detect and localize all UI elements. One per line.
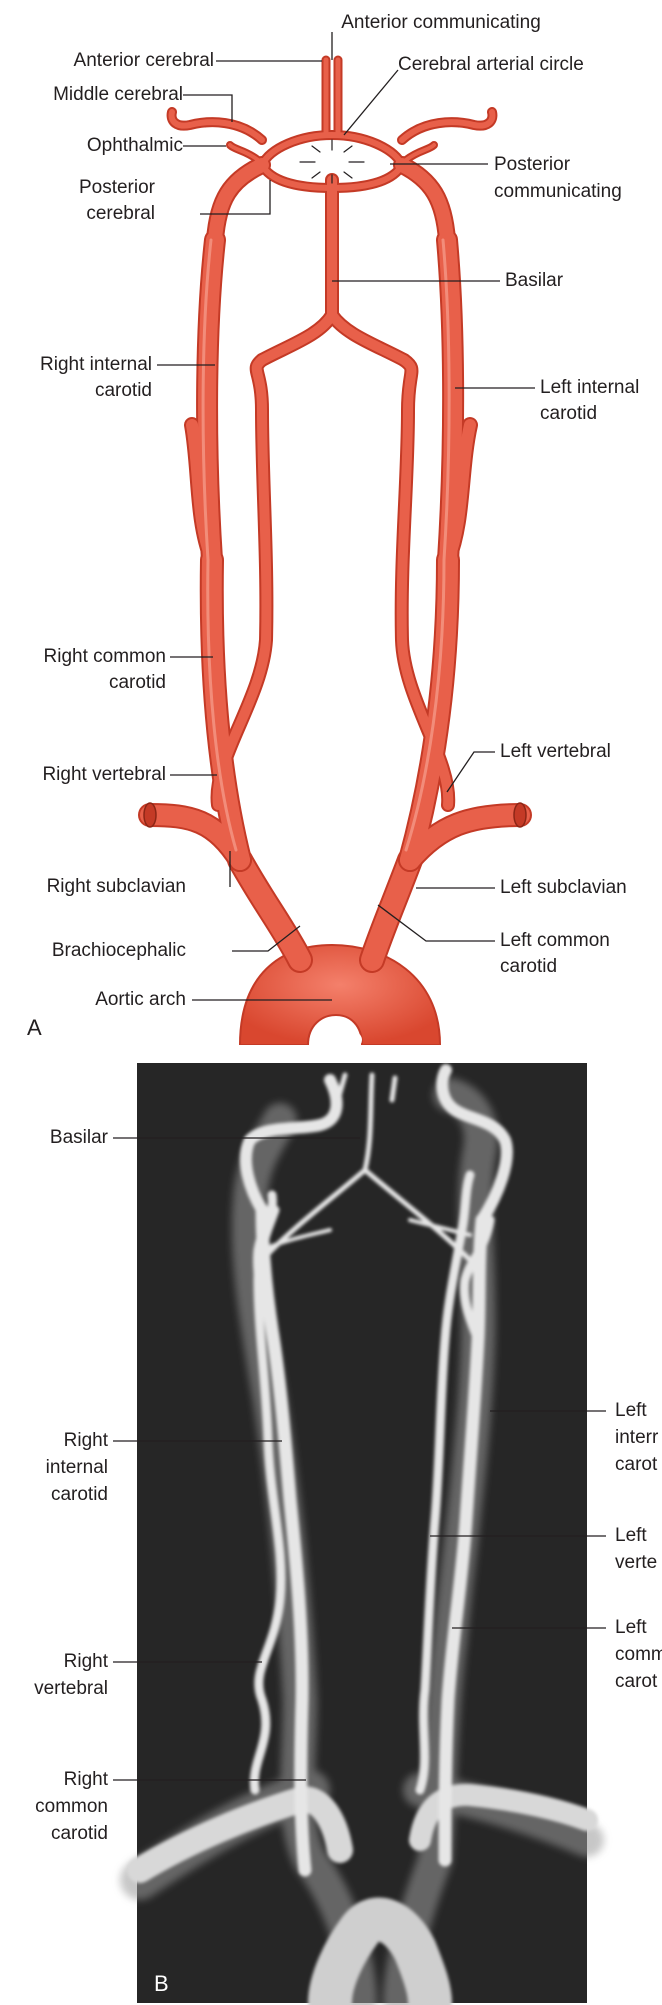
label-right-subclavian: Right subclavian [46, 876, 186, 897]
label-left-vertebral-b-line2: verte [615, 1552, 658, 1573]
label-left-common-carotid-b-line3: carot [615, 1671, 658, 1692]
label-left-vertebral-b-line1: Left [615, 1525, 647, 1546]
label-right-internal-carotid-line2: carotid [94, 380, 152, 401]
label-right-internal-carotid-b-line3: carotid [50, 1484, 108, 1505]
artery-tree [138, 55, 532, 872]
label-right-vertebral-b-line1: Right [63, 1651, 108, 1672]
panel-b-leader-lines [113, 1137, 606, 1781]
label-left-common-carotid-b-line2: comm [615, 1644, 662, 1665]
label-ophthalmic: Ophthalmic [86, 135, 183, 156]
label-right-internal-carotid-b-line1: Right [63, 1430, 108, 1451]
label-right-common-carotid-line1: Right common [43, 646, 167, 667]
label-middle-cerebral: Middle cerebral [53, 84, 183, 105]
label-left-subclavian: Left subclavian [500, 877, 627, 898]
label-left-internal-carotid-b-line3: carot [615, 1454, 658, 1475]
label-basilar-a: Basilar [505, 270, 564, 291]
label-anterior-communicating: Anterior communicating [341, 12, 541, 33]
label-basilar-b: Basilar [49, 1127, 108, 1148]
panel-b-letter: B [154, 1971, 169, 1996]
label-posterior-communicating-line2: communicating [494, 181, 622, 202]
aortic-arch-shape [238, 943, 442, 1045]
label-right-internal-carotid-b-line2: internal [45, 1457, 108, 1478]
label-left-internal-carotid-line2: carotid [540, 403, 598, 424]
label-right-internal-carotid-line1: Right internal [40, 354, 152, 375]
label-right-common-carotid-line2: carotid [108, 672, 166, 693]
label-left-common-carotid-line1: Left common [500, 930, 610, 951]
label-left-internal-carotid-line1: Left internal [540, 377, 640, 398]
label-right-vertebral-a: Right vertebral [42, 764, 166, 785]
panel-a-letter: A [27, 1015, 42, 1040]
label-left-internal-carotid-b-line1: Left [615, 1400, 647, 1421]
panel-a-leader-lines [157, 32, 535, 1001]
label-brachiocephalic: Brachiocephalic [51, 940, 186, 961]
angiogram-background [137, 1063, 587, 2003]
panel-a-illustration [138, 32, 535, 1045]
label-left-internal-carotid-b-line2: interr [615, 1427, 659, 1448]
label-right-common-carotid-b-line2: common [35, 1796, 108, 1817]
label-anterior-cerebral: Anterior cerebral [73, 50, 214, 71]
label-left-vertebral-a: Left vertebral [500, 741, 611, 762]
label-right-common-carotid-b-line1: Right [63, 1769, 108, 1790]
label-cerebral-arterial-circle: Cerebral arterial circle [398, 54, 584, 75]
label-left-common-carotid-line2: carotid [500, 956, 558, 977]
aortic-arch-lumen [310, 1026, 362, 1045]
label-right-common-carotid-b-line3: carotid [50, 1823, 108, 1844]
label-posterior-cerebral-line1: Posterior [78, 177, 155, 198]
label-posterior-communicating-line1: Posterior [494, 154, 571, 175]
label-left-common-carotid-b-line1: Left [615, 1617, 647, 1638]
label-right-vertebral-b-line2: vertebral [34, 1678, 108, 1699]
label-aortic-arch: Aortic arch [95, 989, 186, 1010]
label-posterior-cerebral-line2: cerebral [86, 203, 155, 224]
